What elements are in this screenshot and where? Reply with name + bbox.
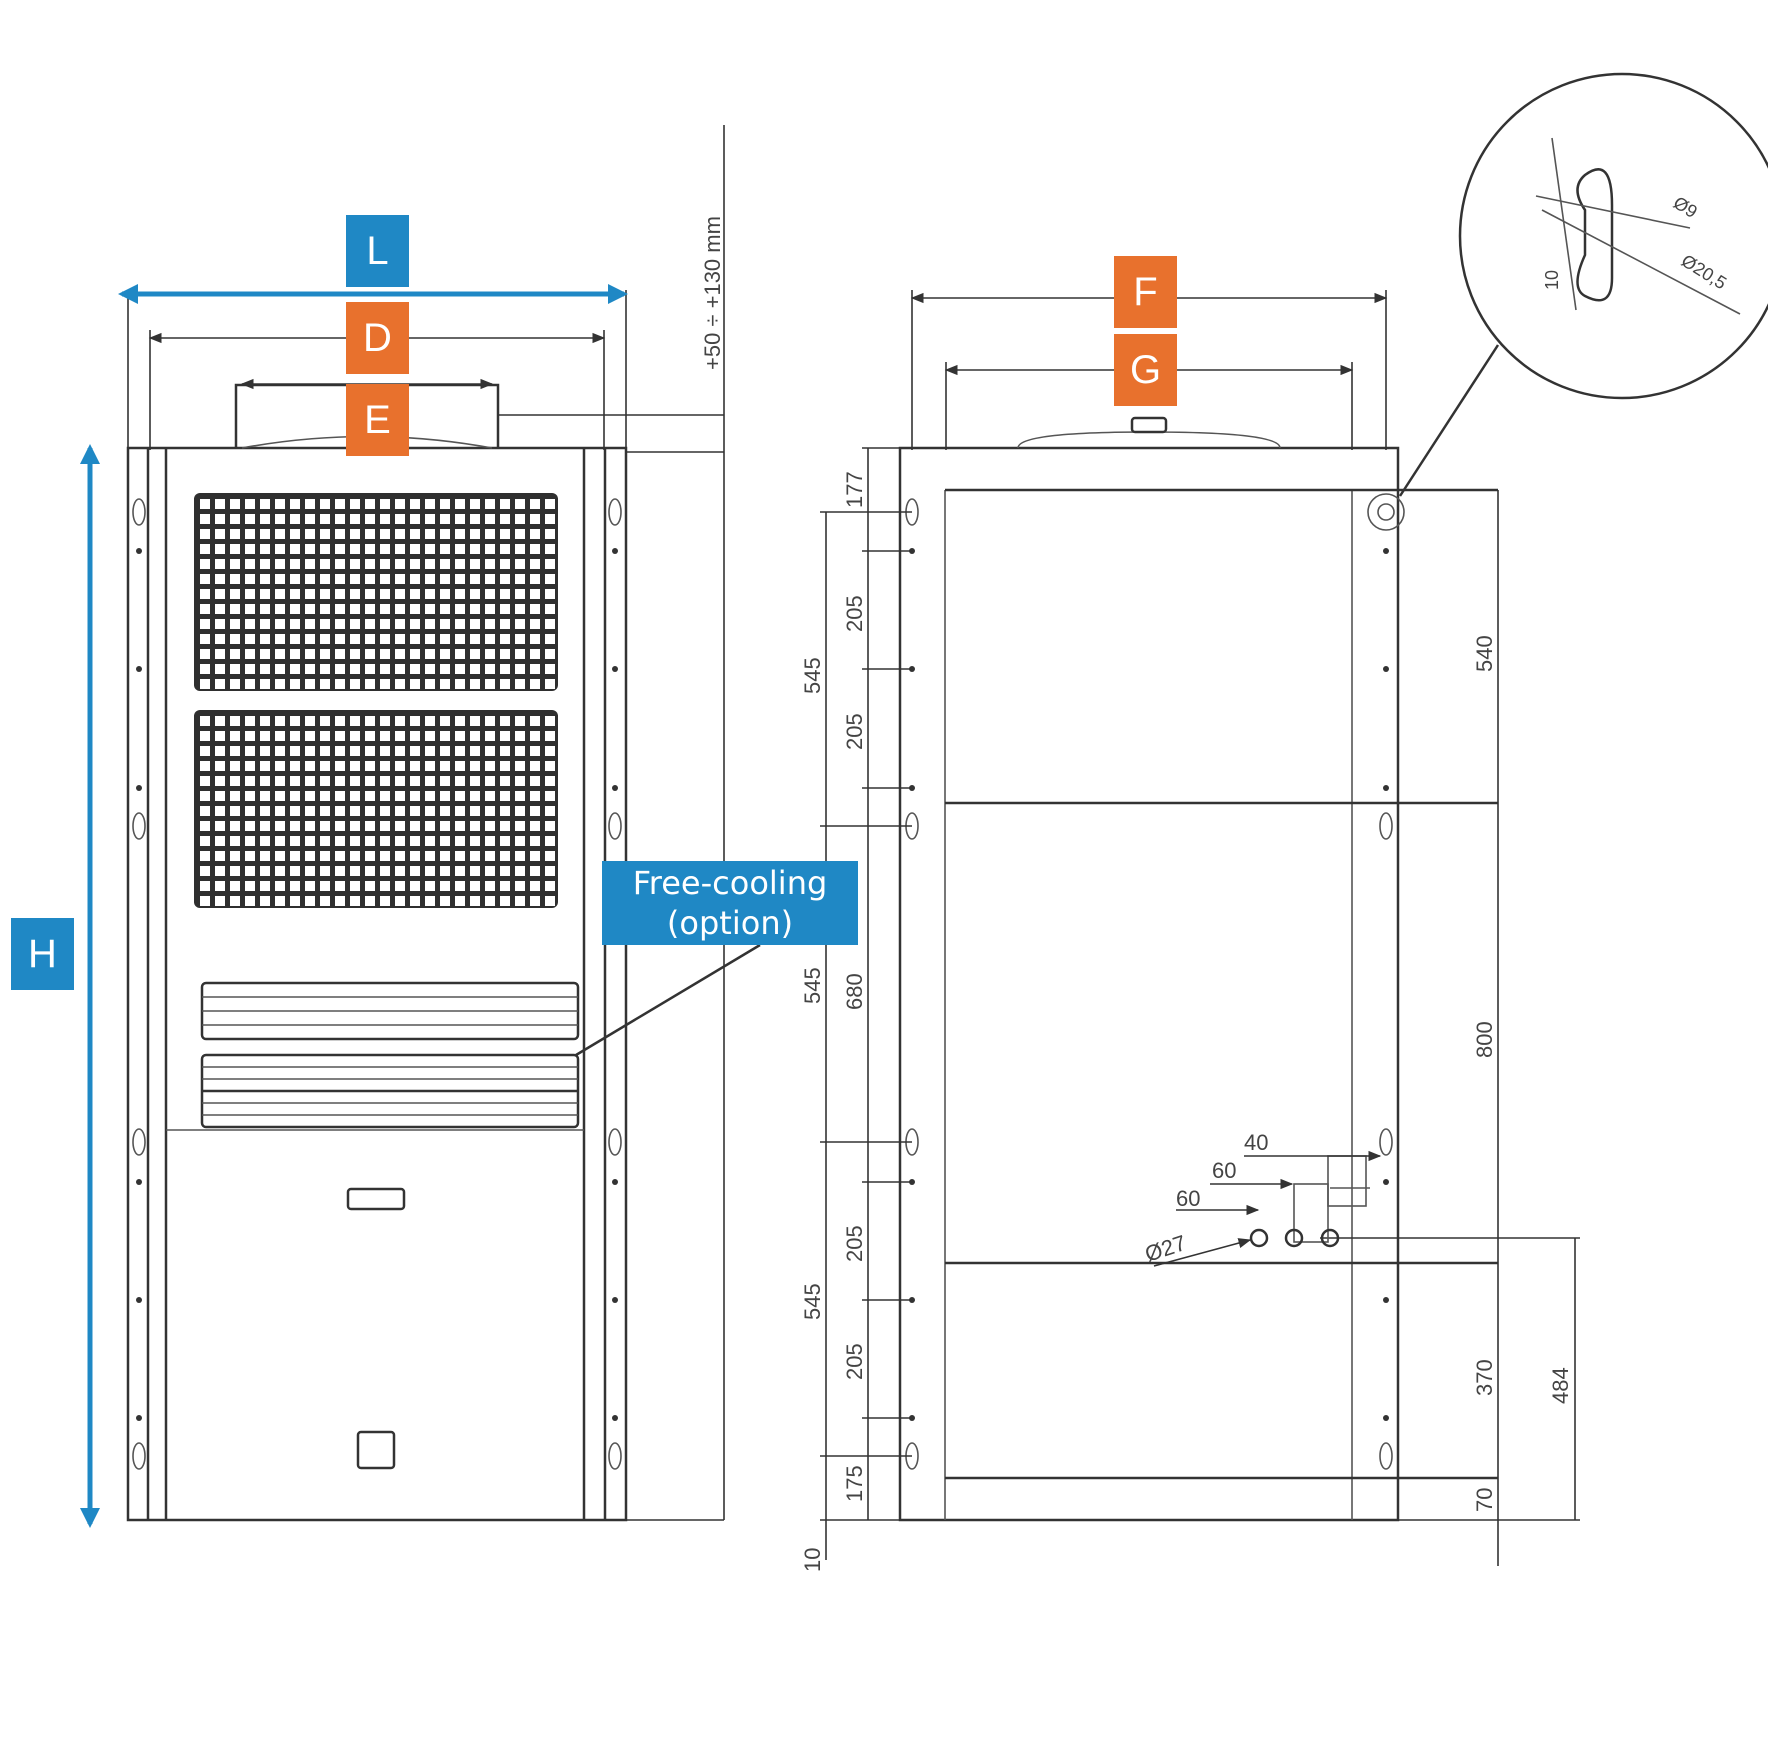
side-view: 177 205 205 545 545 680 545 205 205 175 … [800,72,1768,1572]
callout-leader [575,943,761,1057]
dim-40: 40 [1244,1130,1268,1155]
dim-800: 800 [1472,1021,1497,1058]
dim-205c: 205 [842,1225,867,1262]
dim-127: Ø27 [1142,1230,1189,1267]
hydraulic-connections: 40 60 60 Ø27 [1142,1130,1382,1267]
slot-pitch-label: Ø20,5 [1678,250,1730,293]
dim-205a: 205 [842,595,867,632]
label-H: H [11,918,74,990]
dim-370: 370 [1472,1359,1497,1396]
callout-line-1: Free-cooling [632,864,828,902]
top-clearance-label: +50 ÷ +130 mm [700,216,725,370]
dim-10: 10 [800,1548,825,1572]
upper-grille [194,493,558,908]
dim-70: 70 [1472,1488,1497,1512]
dim-545a: 545 [800,657,825,694]
free-cooling-louvers [200,981,580,1129]
label-G: G [1114,334,1177,406]
dim-680: 680 [842,973,867,1010]
dim-205d: 205 [842,1343,867,1380]
slot-width-label: Ø9 [1670,192,1701,222]
label-D: D [346,302,409,374]
dim-545c: 545 [800,1283,825,1320]
dim-177: 177 [842,471,867,508]
dim-60b: 60 [1176,1186,1200,1211]
label-E: E [346,384,409,456]
front-view: +50 ÷ +130 mm [80,125,761,1528]
label-L: L [346,215,409,287]
dim-484: 484 [1548,1367,1573,1404]
callout-line-2: (option) [666,904,794,942]
slot-detail-bubble: Ø9 Ø20,5 10 [1398,72,1768,497]
dim-175: 175 [842,1465,867,1502]
dim-540: 540 [1472,635,1497,672]
dim-60a: 60 [1212,1158,1236,1183]
free-cooling-callout: Free-cooling (option) [602,861,858,945]
dim-205b: 205 [842,713,867,750]
label-F: F [1114,256,1177,328]
dim-545b: 545 [800,967,825,1004]
slot-height-label: 10 [1542,270,1562,290]
panel-latch [356,1430,396,1470]
panel-handle [346,1187,406,1211]
